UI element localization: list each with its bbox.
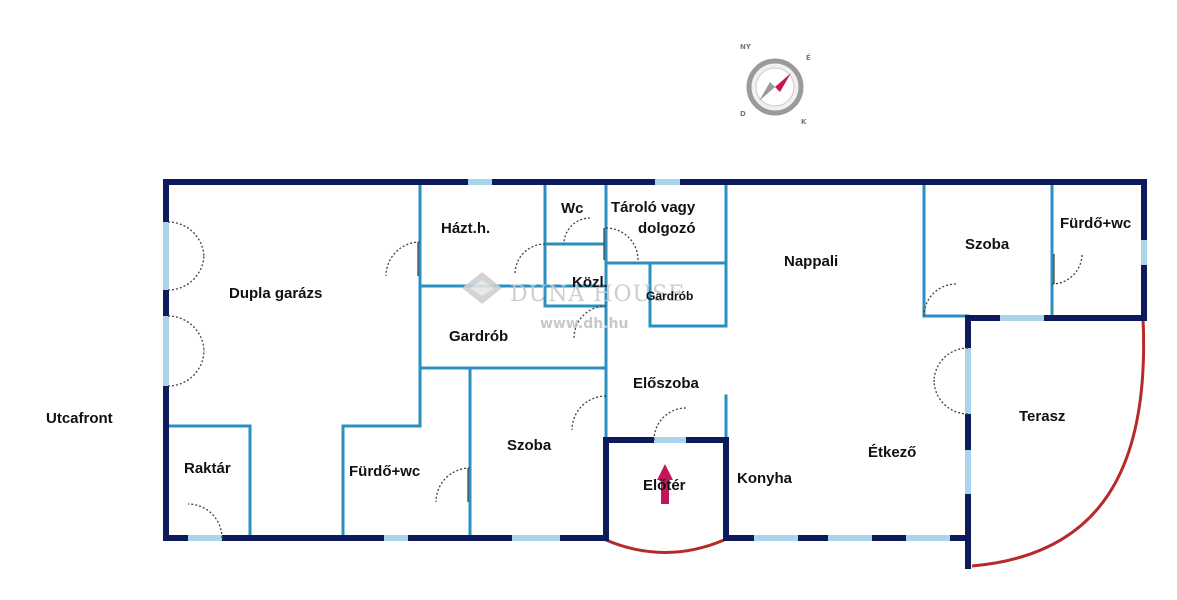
room-terasz: Terasz [1019,408,1065,425]
compass-letter-ny: NY [740,43,752,51]
room-furdo-left: Fürdő+wc [349,463,420,480]
door-leaves [417,228,1055,502]
room-raktar: Raktár [184,460,231,477]
compass-letter-k: K [801,118,807,126]
compass-icon: NY É D K [740,43,811,126]
room-dupla-garazs: Dupla garázs [229,285,322,302]
room-konyha: Konyha [737,470,793,487]
compass-needle-north [775,73,791,92]
room-tarolo-line2: dolgozó [638,220,695,237]
room-furdo-right: Fürdő+wc [1060,215,1131,232]
room-szoba-right: Szoba [965,236,1010,253]
entrance-arrow-icon [657,464,673,504]
label-utcafront: Utcafront [46,410,113,427]
room-wc: Wc [561,200,584,217]
inner-walls [166,180,1054,540]
terrace-outline [971,317,1146,568]
compass-needle-south [759,82,775,101]
windows [163,179,1147,541]
door-swings [167,217,1083,539]
watermark: DUNA HOUSE www.dh.hu [462,272,685,332]
watermark-brand: DUNA HOUSE [510,282,685,307]
room-szoba-left: Szoba [507,437,552,454]
room-eloszoba: Előszoba [633,375,700,392]
room-haztartasi: Házt.h. [441,220,490,237]
room-kozlekedo: Közl. [572,274,608,291]
room-etkezo: Étkező [868,444,916,461]
watermark-url: www.dh.hu [540,316,628,332]
room-tarolo-line1: Tároló vagy [611,199,696,216]
room-gardrob-small: Gardrób [646,289,693,303]
compass-letter-e: É [806,53,811,62]
room-eloter: Előtér [643,477,686,494]
room-labels: Dupla garázs Raktár Házt.h. Wc Tároló va… [46,199,1131,494]
room-gardrob: Gardrób [449,328,508,345]
room-nappali: Nappali [784,253,838,270]
compass-letter-d: D [740,110,746,118]
entrance-arc [605,538,725,554]
